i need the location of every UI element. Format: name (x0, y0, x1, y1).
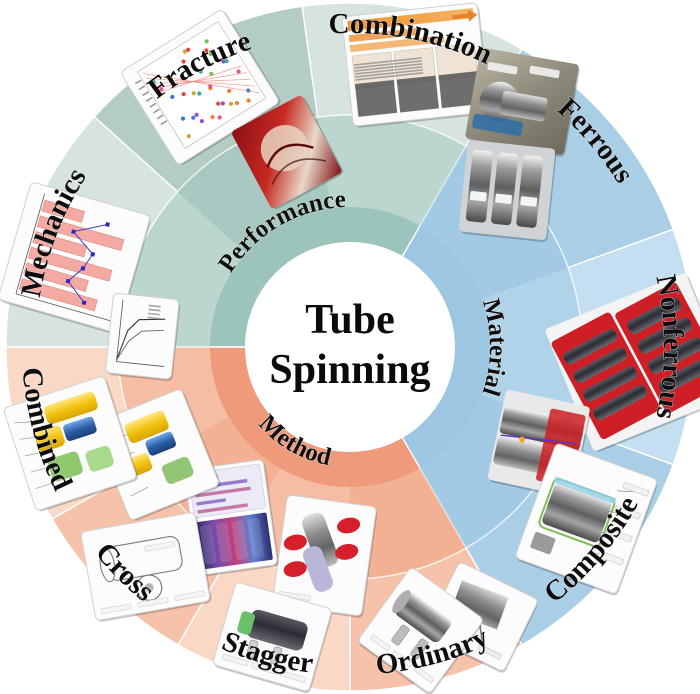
thumb-mechanics-2[interactable] (105, 293, 181, 382)
hub-title-line1: Tube (305, 297, 395, 343)
thumb-ferrous-2[interactable] (458, 140, 557, 243)
hub-title-line2: Spinning (269, 347, 430, 393)
